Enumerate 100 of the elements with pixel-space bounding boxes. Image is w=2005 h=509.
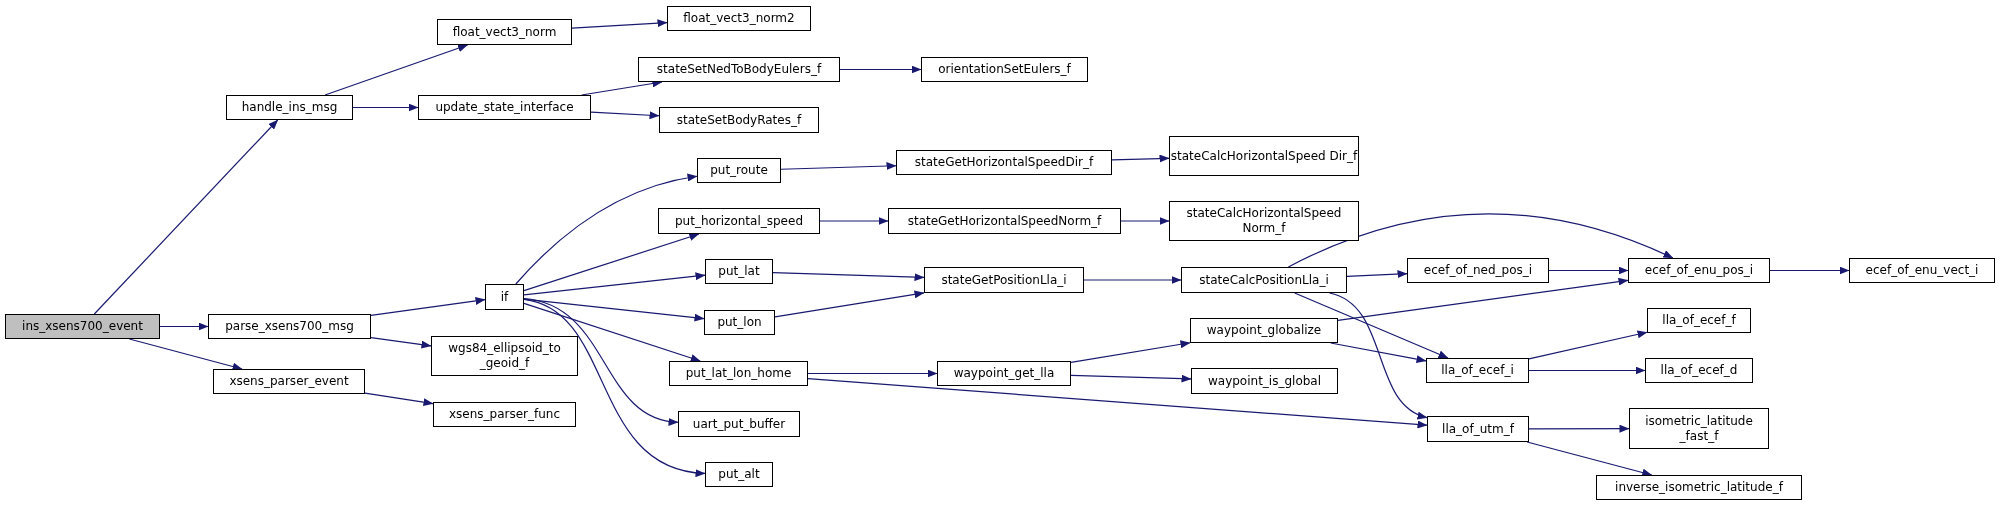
function-box — [431, 336, 578, 376]
function-name: ecef_of_ned_pos_i — [1423, 263, 1533, 278]
function-name: put_horizontal_speed — [674, 213, 803, 229]
call-arrow — [780, 162, 897, 171]
call-arrow — [1337, 277, 1629, 321]
function-box — [669, 361, 808, 386]
function-box — [678, 411, 800, 437]
call-arrow — [1287, 213, 1674, 268]
call-arrow — [1526, 441, 1653, 477]
function-box — [888, 208, 1121, 234]
call-arrow — [1111, 154, 1170, 163]
call-arrow — [523, 298, 706, 476]
call-arrow — [1528, 330, 1648, 360]
function-name: lla_of_ecef_f — [1662, 313, 1736, 328]
function-name: put_route — [710, 163, 768, 178]
function-name: if — [500, 289, 509, 305]
function-box — [705, 462, 773, 487]
call-arrow — [839, 65, 922, 74]
function-name: stateGetHorizontalSpeedNorm_f — [907, 213, 1102, 229]
function-box — [1629, 408, 1769, 449]
function-box — [705, 259, 773, 284]
function-box — [1169, 201, 1359, 241]
function-box — [1407, 258, 1549, 283]
call-arrow — [1120, 217, 1170, 225]
call-arrow — [523, 302, 701, 362]
call-arrow — [515, 173, 698, 285]
function-name: float_vect3_norm — [452, 24, 557, 40]
function-box — [208, 314, 371, 339]
function-name: stateCalcPositionLla_i — [1199, 272, 1329, 288]
call-arrow — [1328, 292, 1428, 419]
function-name: put_lon — [717, 315, 762, 330]
function-name: stateCalcHorizontalSpeed Dir_f — [1170, 148, 1358, 164]
call-arrow — [1083, 276, 1182, 284]
function-box — [1596, 475, 1802, 500]
function-box — [896, 150, 1112, 175]
call-arrow — [1330, 342, 1427, 364]
call-arrow — [523, 297, 679, 425]
function-box — [213, 369, 365, 394]
call-arrow — [807, 378, 1428, 429]
call-arrow — [772, 272, 925, 282]
call-arrow — [1548, 266, 1629, 275]
function-name: xsens_parser_func — [448, 407, 561, 422]
call-arrow — [807, 369, 938, 378]
function-box — [704, 310, 775, 335]
call-arrow — [1769, 266, 1850, 275]
function-box — [1190, 318, 1338, 343]
function-box — [924, 267, 1084, 293]
function-box — [937, 361, 1071, 386]
function-name: waypoint_globalize — [1206, 323, 1322, 338]
highlighted-function-box — [5, 314, 160, 339]
function-name: update_state_interface — [435, 100, 574, 115]
function-name: put_lat — [718, 264, 760, 279]
function-box — [1181, 267, 1347, 293]
function-name: wgs84_ellipsoid_to _geoid_f — [447, 341, 562, 371]
function-name: put_lat_lon_home — [685, 366, 792, 381]
call-arrow — [1528, 424, 1630, 433]
function-box — [1426, 358, 1529, 383]
function-name: stateSetNedToBodyEulers_f — [656, 62, 822, 77]
call-arrow — [774, 290, 925, 318]
function-name: stateSetBodyRates_f — [676, 112, 802, 128]
call-arrow — [590, 111, 660, 120]
function-name: ins_xsens700_event — [22, 319, 143, 334]
function-name: ecef_of_enu_vect_i — [1865, 263, 1979, 278]
call-arrow — [819, 217, 889, 225]
call-arrow — [1294, 292, 1449, 359]
function-box — [1647, 308, 1751, 333]
function-box — [1645, 358, 1753, 383]
call-arrow — [370, 337, 432, 349]
call-arrow — [1346, 270, 1408, 279]
function-name: stateGetHorizontalSpeedDir_f — [914, 155, 1094, 170]
function-box — [1849, 258, 1995, 283]
call-arrow — [1528, 366, 1646, 375]
function-box — [667, 6, 811, 31]
call-arrow — [324, 44, 469, 96]
function-box — [1191, 368, 1338, 394]
call-arrow — [523, 233, 700, 292]
call-arrow — [571, 19, 668, 29]
call-arrow — [1070, 340, 1191, 364]
call-arrow — [159, 322, 209, 331]
function-name: put_alt — [718, 467, 760, 482]
function-box — [638, 57, 840, 82]
function-name: waypoint_get_lla — [953, 366, 1055, 381]
function-name: parse_xsens700_msg — [225, 319, 354, 334]
function-box — [433, 402, 576, 427]
call-arrow — [93, 119, 279, 315]
function-box — [697, 158, 781, 183]
call-arrow — [352, 103, 419, 112]
function-box — [226, 95, 353, 120]
function-name: stateCalcHorizontalSpeed Norm_f — [1185, 206, 1343, 236]
function-box — [1169, 136, 1359, 176]
function-box — [658, 208, 820, 234]
function-name: lla_of_ecef_d — [1660, 363, 1738, 378]
function-box — [418, 95, 591, 120]
function-name: waypoint_is_global — [1207, 373, 1322, 389]
function-name: uart_put_buffer — [692, 416, 786, 432]
function-name: lla_of_utm_f — [1442, 421, 1514, 437]
function-name: stateGetPositionLla_i — [941, 272, 1067, 288]
call-arrow — [523, 272, 706, 296]
function-name: inverse_isometric_latitude_f — [1615, 480, 1783, 495]
function-name: xsens_parser_event — [229, 374, 349, 389]
